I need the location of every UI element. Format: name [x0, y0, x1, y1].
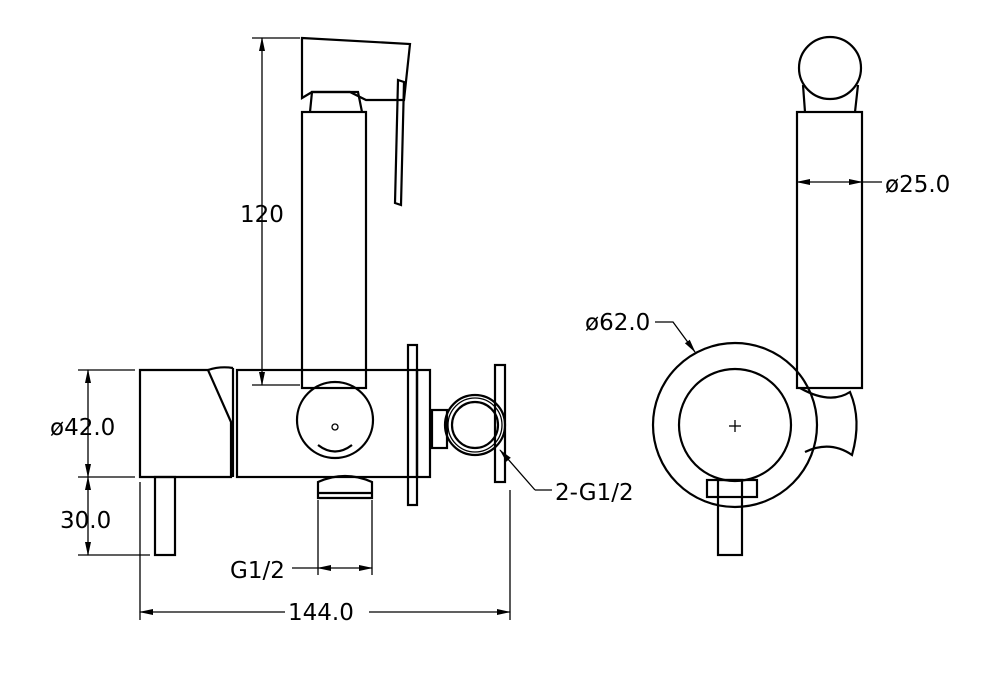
front-view: ø25.0 ø62.0	[585, 35, 950, 557]
dim-holder-thread: 2-G1/2	[555, 480, 634, 506]
holder-bulge	[799, 387, 858, 457]
valve-body	[235, 368, 419, 479]
side-view: 120 ø42.0 30.0 G1/2 144.0 2-G1/2	[50, 36, 634, 626]
dim-handset-height: 120	[240, 202, 284, 228]
dim-body-diameter: ø42.0	[50, 415, 115, 441]
dim-plate-diameter: ø62.0	[585, 310, 650, 336]
dim-handset-diameter: ø25.0	[885, 172, 950, 198]
lever-front	[716, 478, 744, 557]
outlet-nut	[316, 474, 374, 500]
dim-outlet-thread: G1/2	[230, 558, 285, 584]
handset-head-front	[797, 35, 863, 101]
dim-lever-length: 30.0	[60, 508, 111, 534]
lever	[153, 475, 177, 557]
escutcheon-plate	[651, 341, 819, 509]
dim-total-width: 144.0	[288, 600, 354, 626]
handset-tube	[300, 110, 368, 390]
handset-head	[300, 36, 412, 102]
handset-holder-ring	[295, 380, 375, 460]
handset-trigger	[393, 78, 406, 207]
handset-tube-front	[795, 110, 864, 390]
valve-handle-block	[138, 368, 233, 479]
